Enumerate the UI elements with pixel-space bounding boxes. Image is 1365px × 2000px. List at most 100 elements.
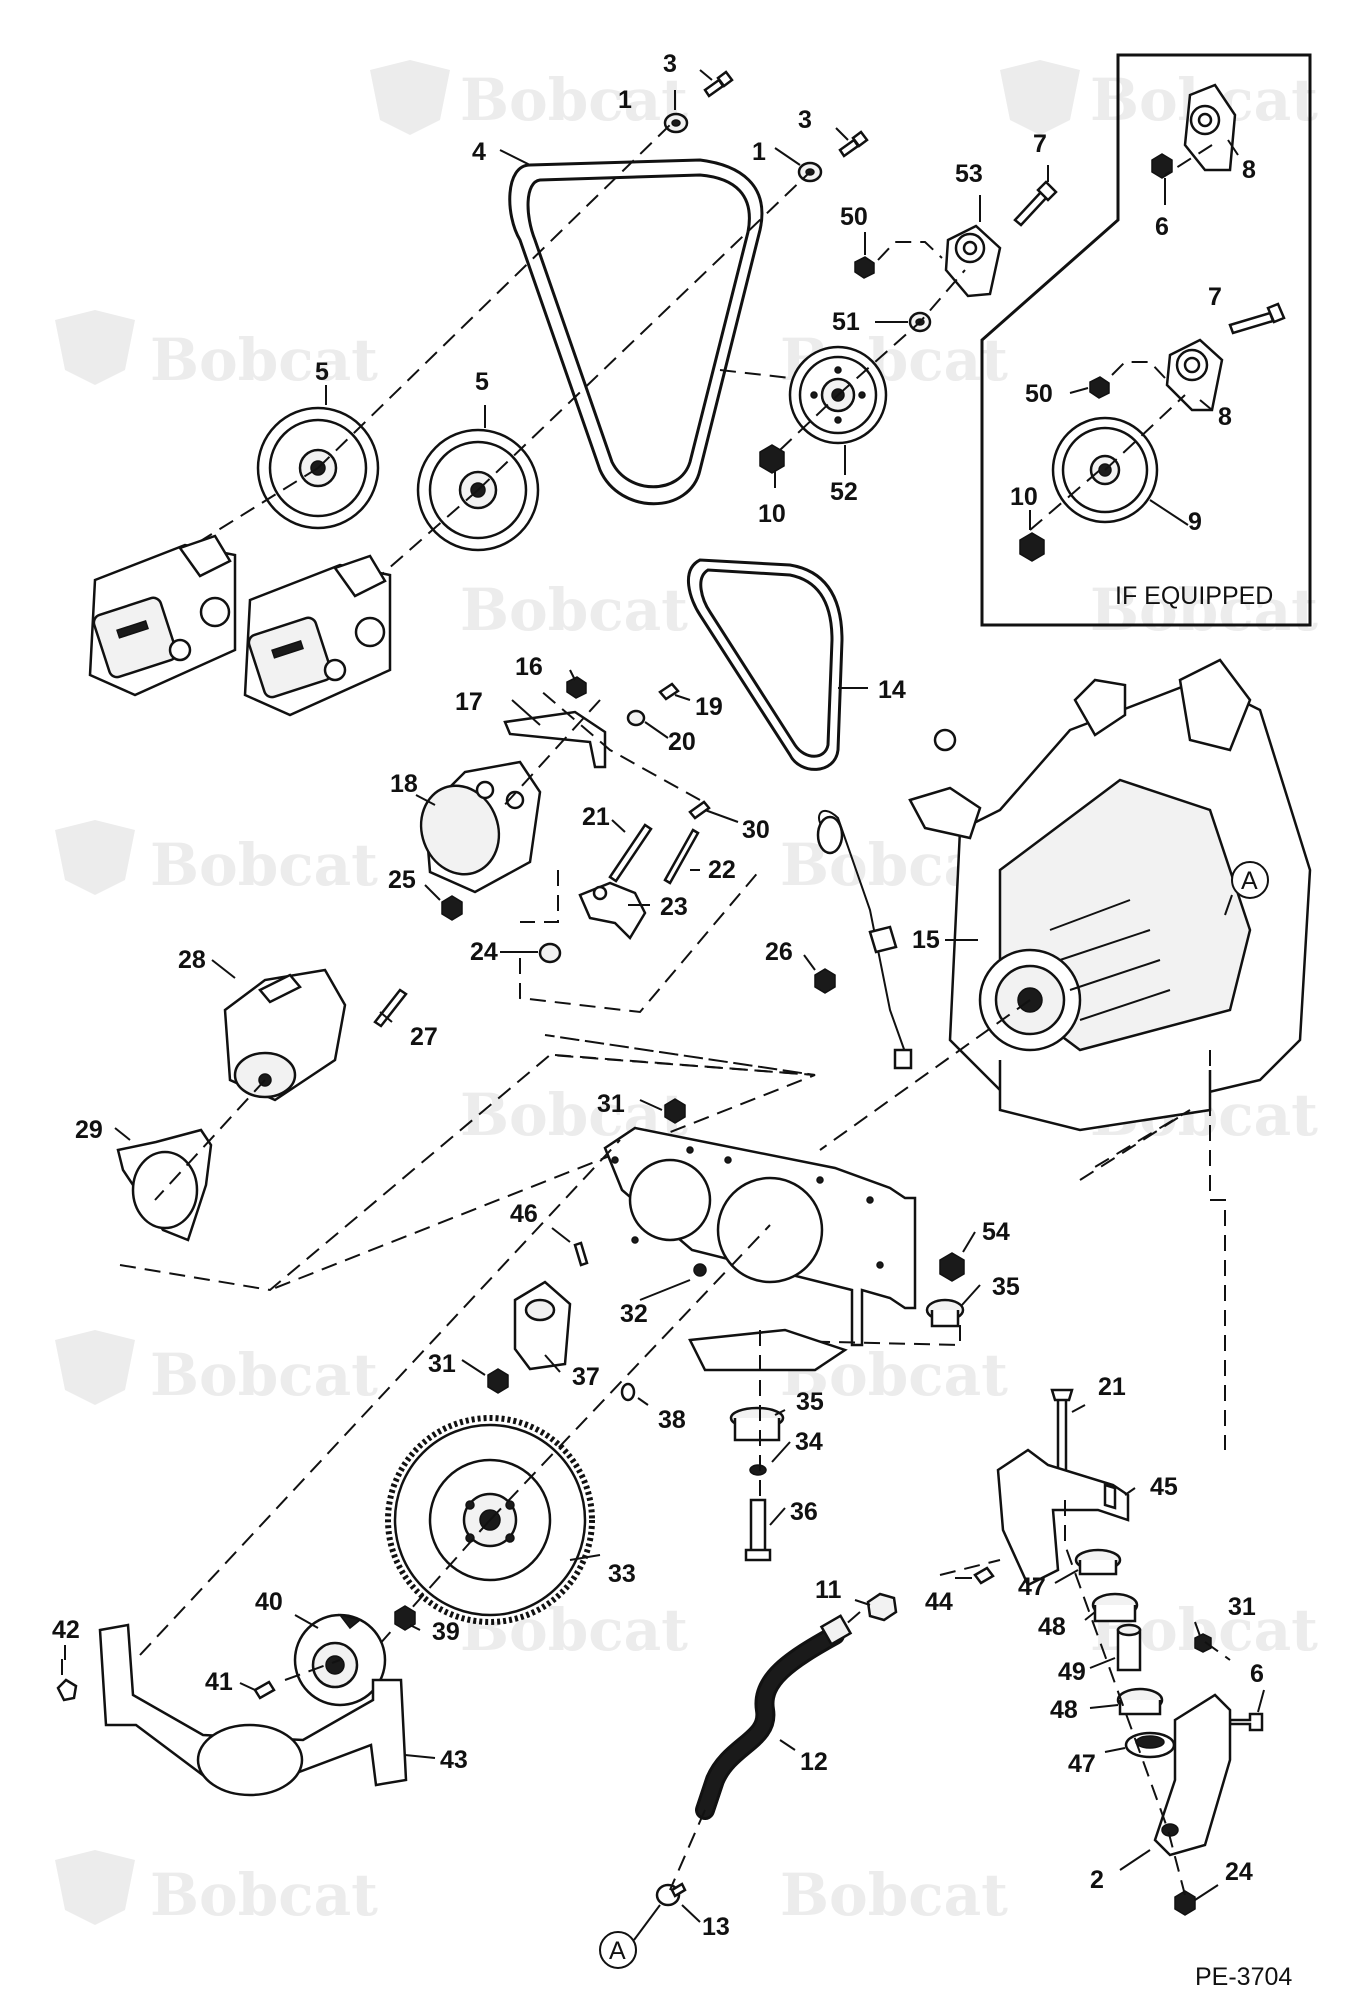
callout-10a: 10 [758,500,786,528]
drive-belt-part-14 [686,558,844,771]
callout-13: 13 [702,1913,730,1941]
mount-part-47b [1124,1731,1176,1759]
leader-lines [64,90,1265,1923]
bolt-part-21a [608,823,653,883]
washer-part-34 [749,1464,767,1476]
bracket-part-17 [503,710,607,769]
callout-44: 44 [925,1588,953,1616]
callout-31a: 31 [597,1090,625,1118]
callout-3b: 3 [798,106,812,134]
callout-32: 32 [620,1300,648,1328]
watermark-logo-icon [1000,60,1080,135]
callout-27: 27 [410,1023,438,1051]
nut-part-10b [1019,532,1045,562]
callout-47a: 47 [1018,1573,1046,1601]
connector-a-bottom: A [599,1931,637,1969]
callout-3a: 3 [663,50,677,78]
nut-part-31b [487,1368,509,1394]
bolt-part-42 [56,1678,78,1702]
mount-part-48a [1091,1592,1139,1623]
watermark-logo-icon [55,1330,135,1405]
gasket-part-29 [116,1128,213,1242]
callout-12: 12 [800,1748,828,1776]
bolt-part-27 [373,988,408,1028]
callout-20: 20 [668,728,696,756]
washer-part-24a [538,942,562,964]
bolt-part-44 [973,1566,995,1585]
bracket-part-37 [513,1280,572,1371]
callout-31b: 31 [428,1350,456,1378]
callout-50a: 50 [840,203,868,231]
callout-11: 11 [815,1576,842,1604]
callout-8b: 8 [1218,403,1232,431]
callout-52: 52 [830,478,858,506]
callout-1a: 1 [618,86,632,114]
adjust-bracket-part-23 [578,881,647,941]
bolt-part-41 [253,1680,276,1700]
drawing-id: PE-3704 [1195,1963,1292,1991]
watermark-logo-icon [55,820,135,895]
callout-53: 53 [955,160,983,188]
inset-caption: IF EQUIPPED [1115,582,1273,610]
mount-part-35a [925,1298,965,1328]
callout-1b: 1 [752,138,766,166]
bolt-part-36 [744,1498,772,1562]
connector-a-top: A [1231,861,1269,899]
callout-23: 23 [660,893,688,921]
bolt-part-30 [688,800,711,820]
callout-39: 39 [432,1618,460,1646]
engine-part-15 [908,658,1312,1132]
watermark-text: Bobcat [460,66,688,134]
callout-48a: 48 [1038,1613,1066,1641]
callout-35b: 35 [796,1388,824,1416]
callout-15: 15 [912,926,940,954]
callout-48b: 48 [1050,1696,1078,1724]
clamp-part-13 [655,1882,687,1907]
hydraulic-pump-right [243,554,392,717]
callout-4: 4 [472,138,486,166]
watermark-text: Bobcat [1090,576,1318,644]
nut-part-26 [814,968,836,994]
dipstick-part-26 [816,810,913,1070]
callout-43: 43 [440,1746,468,1774]
mount-bracket-part-43 [98,1623,408,1797]
hose-part-12 [695,1614,853,1820]
bolt-part-3a [703,70,734,98]
callout-22: 22 [708,856,736,884]
callout-9: 9 [1188,508,1202,536]
bolt-part-50a [854,256,875,279]
callout-37: 37 [572,1363,600,1391]
nut-part-6 [1151,153,1173,179]
bolt-part-19 [658,682,680,701]
mount-part-48b [1116,1687,1164,1716]
drive-belt-part-4 [508,158,764,506]
mount-part-47a [1074,1548,1122,1576]
watermark-text: Bobcat [150,831,378,899]
callout-21b: 21 [1098,1373,1126,1401]
callout-42: 42 [52,1616,80,1644]
callout-45: 45 [1150,1473,1178,1501]
callout-14: 14 [878,676,906,704]
inset-if-equipped: IF EQUIPPED [980,53,1312,627]
callout-29: 29 [75,1116,103,1144]
bolt-part-16 [566,676,587,699]
bolt-part-3b [838,130,869,158]
idler-bracket-part-8b [1165,338,1224,412]
callout-5a: 5 [315,358,329,386]
bolt-part-7b [1228,302,1286,335]
nut-part-10a [759,444,785,474]
nut-part-31a [664,1098,686,1124]
idler-bracket-part-8 [1183,83,1237,172]
bolt-part-39 [394,1605,416,1631]
callout-41: 41 [205,1668,233,1696]
callout-50b: 50 [1025,380,1053,408]
fitting-part-11 [866,1592,898,1622]
callout-31c: 31 [1228,1593,1256,1621]
connector-a-bottom-label: A [609,1937,626,1965]
callout-10b: 10 [1010,483,1038,511]
callout-34: 34 [795,1428,823,1456]
connector-a-top-label: A [1241,867,1258,895]
callout-16: 16 [515,653,543,681]
washer-part-20 [626,709,646,727]
